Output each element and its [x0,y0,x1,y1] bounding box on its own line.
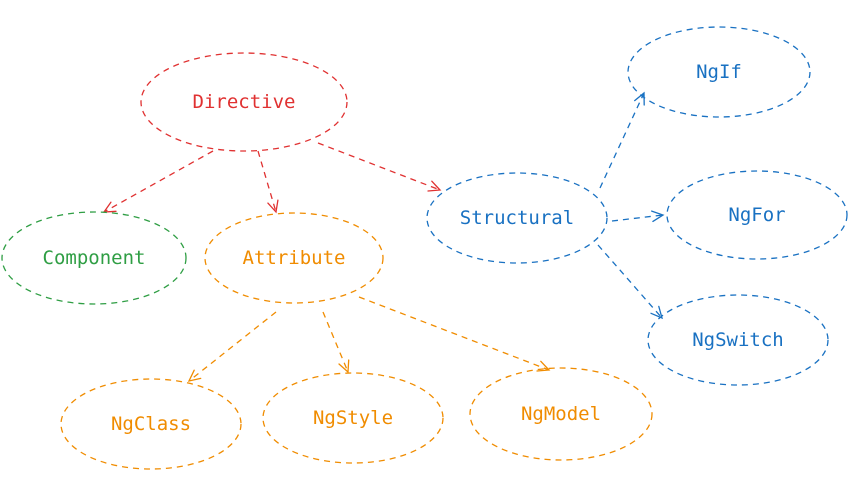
node-ngclass: NgClass [60,378,242,470]
node-ngmodel: NgModel [469,367,653,461]
node-ellipse [469,367,653,461]
edge-line [611,214,664,222]
node-ellipse [426,172,608,264]
edge-directive-to-component [102,150,214,213]
node-ellipse [60,378,242,470]
node-directive: Directive [140,52,348,152]
node-label: Attribute [243,247,346,269]
edge-attribute-to-ngclass [187,311,277,382]
node-label: Component [43,247,146,269]
node-component: Component [1,211,187,305]
node-label: NgStyle [313,407,393,429]
edge-line [188,311,277,382]
arrowhead-icon [536,360,551,372]
node-ellipse [666,170,848,260]
edge-directive-to-structural [317,142,442,192]
node-ellipse [1,211,187,305]
node-label: Directive [193,91,296,113]
node-label: Structural [460,207,574,229]
node-ellipse [140,52,348,152]
node-ngstyle: NgStyle [262,372,444,464]
arrowhead-icon [650,305,663,320]
arrowhead-icon [651,210,665,223]
node-label: NgIf [696,61,742,83]
edge-directive-to-attribute [257,150,279,214]
edge-line [103,150,214,213]
node-ellipse [204,212,384,304]
node-ngif: NgIf [627,26,811,118]
node-structural: Structural [426,172,608,264]
arrowhead-icon [267,199,279,214]
node-ellipse [647,294,829,386]
node-ngswitch: NgSwitch [647,294,829,386]
node-label: NgClass [111,413,191,435]
node-attribute: Attribute [204,212,384,304]
node-label: NgFor [728,204,785,226]
arrowhead-icon [634,91,645,106]
edge-line [599,92,645,189]
edge-line [257,150,277,213]
arrowhead-icon [338,359,350,374]
node-ellipse [627,26,811,118]
edge-line [322,311,349,373]
arrowhead-icon [187,369,202,382]
node-ngfor: NgFor [666,170,848,260]
arrowhead-icon [102,201,117,213]
edges-layer [102,91,665,382]
arrowhead-icon [427,180,442,192]
edge-structural-to-ngfor [611,210,665,223]
edge-line [358,296,550,371]
edge-structural-to-ngswitch [597,244,663,320]
edge-attribute-to-ngmodel [358,296,551,372]
edge-line [597,244,663,319]
node-ellipse [262,372,444,464]
node-label: NgSwitch [692,329,784,351]
edge-line [317,142,441,191]
edge-structural-to-ngif [599,91,645,189]
node-label: NgModel [521,403,601,425]
edge-attribute-to-ngstyle [322,311,350,374]
